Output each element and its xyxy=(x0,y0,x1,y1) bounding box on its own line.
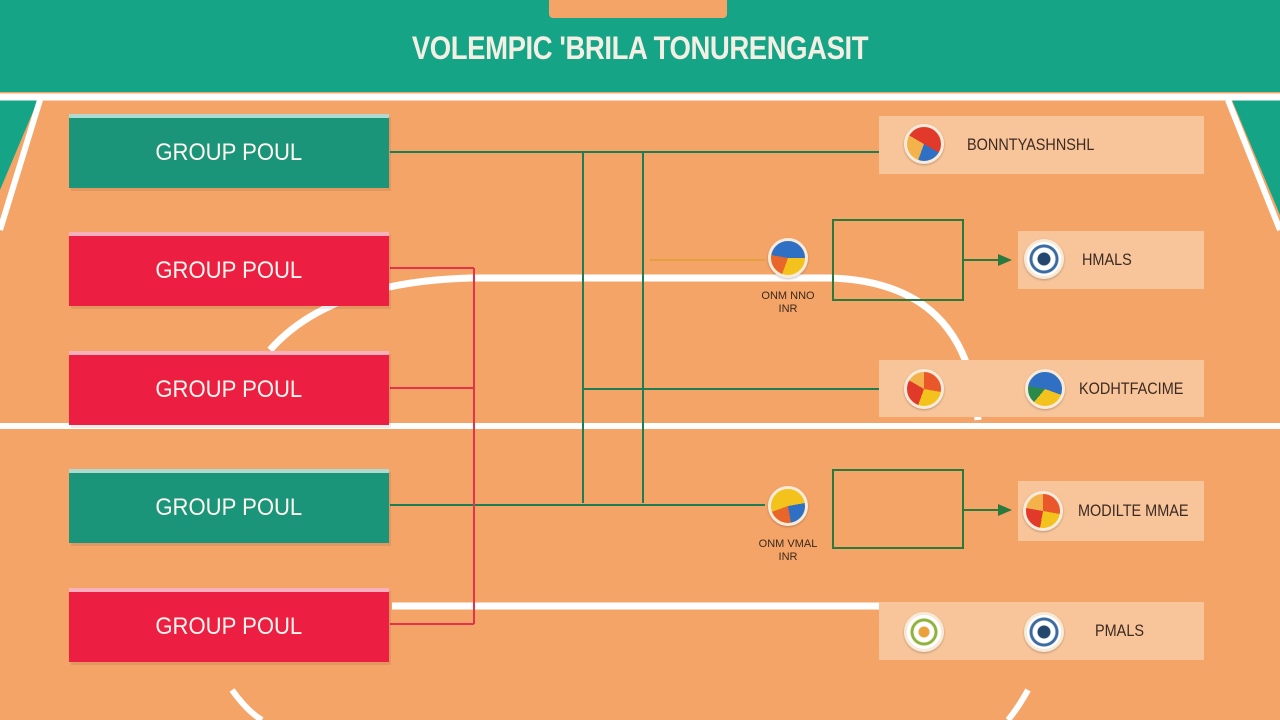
result-label: HMALS xyxy=(1082,250,1132,269)
match-label-line: ONM NNO xyxy=(761,290,815,302)
group-pool-1[interactable]: GROUP POUL xyxy=(69,114,389,188)
result-label: KODHTFACIME xyxy=(1079,378,1184,398)
volleyball-icon xyxy=(904,369,944,409)
match-label-line: INR xyxy=(778,551,798,563)
match-label-line: INR xyxy=(778,303,798,315)
group-pool-4[interactable]: GROUP POUL xyxy=(69,469,389,543)
group-pool-label: GROUP POUL xyxy=(155,139,303,166)
volleyball-icon xyxy=(768,238,808,278)
soccer-ball-icon xyxy=(904,612,944,652)
group-pool-label: GROUP POUL xyxy=(155,494,303,521)
group-pool-label: GROUP POUL xyxy=(155,613,303,640)
result-label: PMALS xyxy=(1095,621,1144,640)
header-tab xyxy=(549,0,727,18)
volleyball-icon xyxy=(1023,491,1063,531)
group-pool-label: GROUP POUL xyxy=(155,257,303,284)
match-label-line: ONM VMAL xyxy=(758,538,818,550)
group-pool-2[interactable]: GROUP POUL xyxy=(69,232,389,306)
soccer-ball-icon xyxy=(1024,612,1064,652)
soccer-ball-icon xyxy=(1024,239,1064,279)
group-pool-label: GROUP POUL xyxy=(155,376,303,403)
match-label-1: ONM NNO INR xyxy=(743,290,833,316)
group-pool-5[interactable]: GROUP POUL xyxy=(69,588,389,662)
volleyball-icon xyxy=(768,486,808,526)
group-pool-3[interactable]: GROUP POUL xyxy=(69,351,389,425)
result-label: BONNTYASHNSHL xyxy=(967,135,1095,154)
volleyball-icon xyxy=(1025,369,1065,409)
page-title: VOLEMPIC 'BRILA TONURENGASIT xyxy=(411,30,869,66)
bracket-connectors xyxy=(390,151,1000,633)
match-label-2: ONM VMAL INR xyxy=(743,538,833,564)
volleyball-icon xyxy=(904,124,944,164)
result-label: MODILTE MMAE xyxy=(1078,501,1189,520)
